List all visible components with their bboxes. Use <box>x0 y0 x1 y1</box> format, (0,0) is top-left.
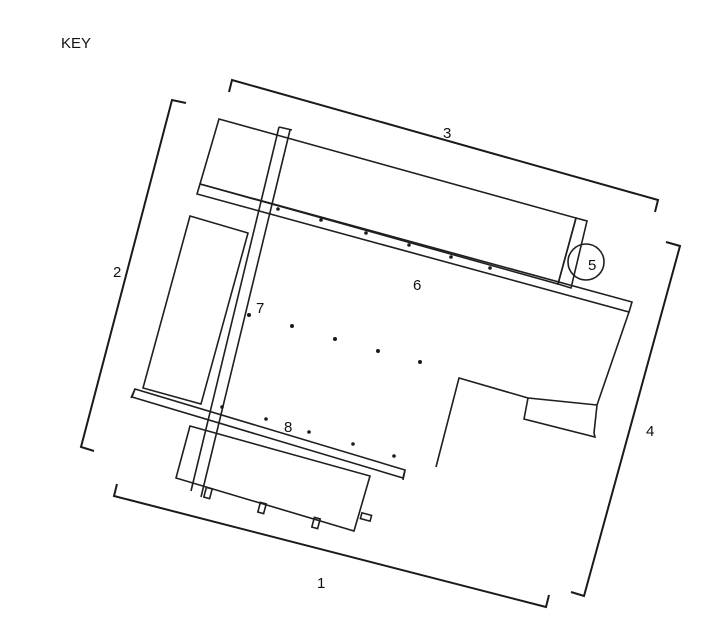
label-5: 5 <box>588 257 596 274</box>
top-building <box>199 118 577 285</box>
central-yard <box>435 311 630 468</box>
dot <box>449 255 453 259</box>
marker-5-circle <box>567 243 605 281</box>
dot <box>264 417 268 421</box>
bracket-3 <box>228 78 660 213</box>
label-7: 7 <box>256 300 264 317</box>
bottom-building <box>175 425 371 532</box>
bottom-post-4 <box>359 511 373 523</box>
dot <box>364 231 368 235</box>
lower-walkway <box>130 388 406 480</box>
lower-walkway-dots <box>220 405 396 458</box>
bracket-4 <box>570 241 682 598</box>
vertical-strip-cap <box>278 126 293 131</box>
label-6: 6 <box>413 277 421 294</box>
dot <box>488 266 492 270</box>
dot <box>276 207 280 211</box>
dot <box>307 430 311 434</box>
label-2: 2 <box>113 264 121 281</box>
label-8: 8 <box>284 419 292 436</box>
bracket-2 <box>79 98 187 452</box>
vertical-strip-right <box>200 129 291 498</box>
yard-dots <box>247 313 422 364</box>
bracket-1 <box>112 483 550 609</box>
dot <box>351 442 355 446</box>
label-1: 1 <box>317 575 325 592</box>
dot <box>376 349 380 353</box>
bottom-post-2 <box>256 501 268 515</box>
dot <box>220 405 224 409</box>
dot <box>333 337 337 341</box>
bottom-post-1 <box>202 486 214 500</box>
dot <box>319 218 323 222</box>
bottom-post-3 <box>310 516 322 530</box>
top-end-annex <box>557 217 588 290</box>
label-3: 3 <box>443 125 451 142</box>
dot <box>290 324 294 328</box>
dot <box>247 313 251 317</box>
label-4: 4 <box>646 423 654 440</box>
lower-walkway-tick-left <box>130 388 136 399</box>
left-building <box>142 215 249 405</box>
upper-walkway-dots <box>276 207 492 270</box>
dot <box>407 243 411 247</box>
key-title: KEY <box>61 35 91 52</box>
dot <box>392 454 396 458</box>
lower-walkway-tick-right <box>402 469 406 481</box>
dot <box>418 360 422 364</box>
